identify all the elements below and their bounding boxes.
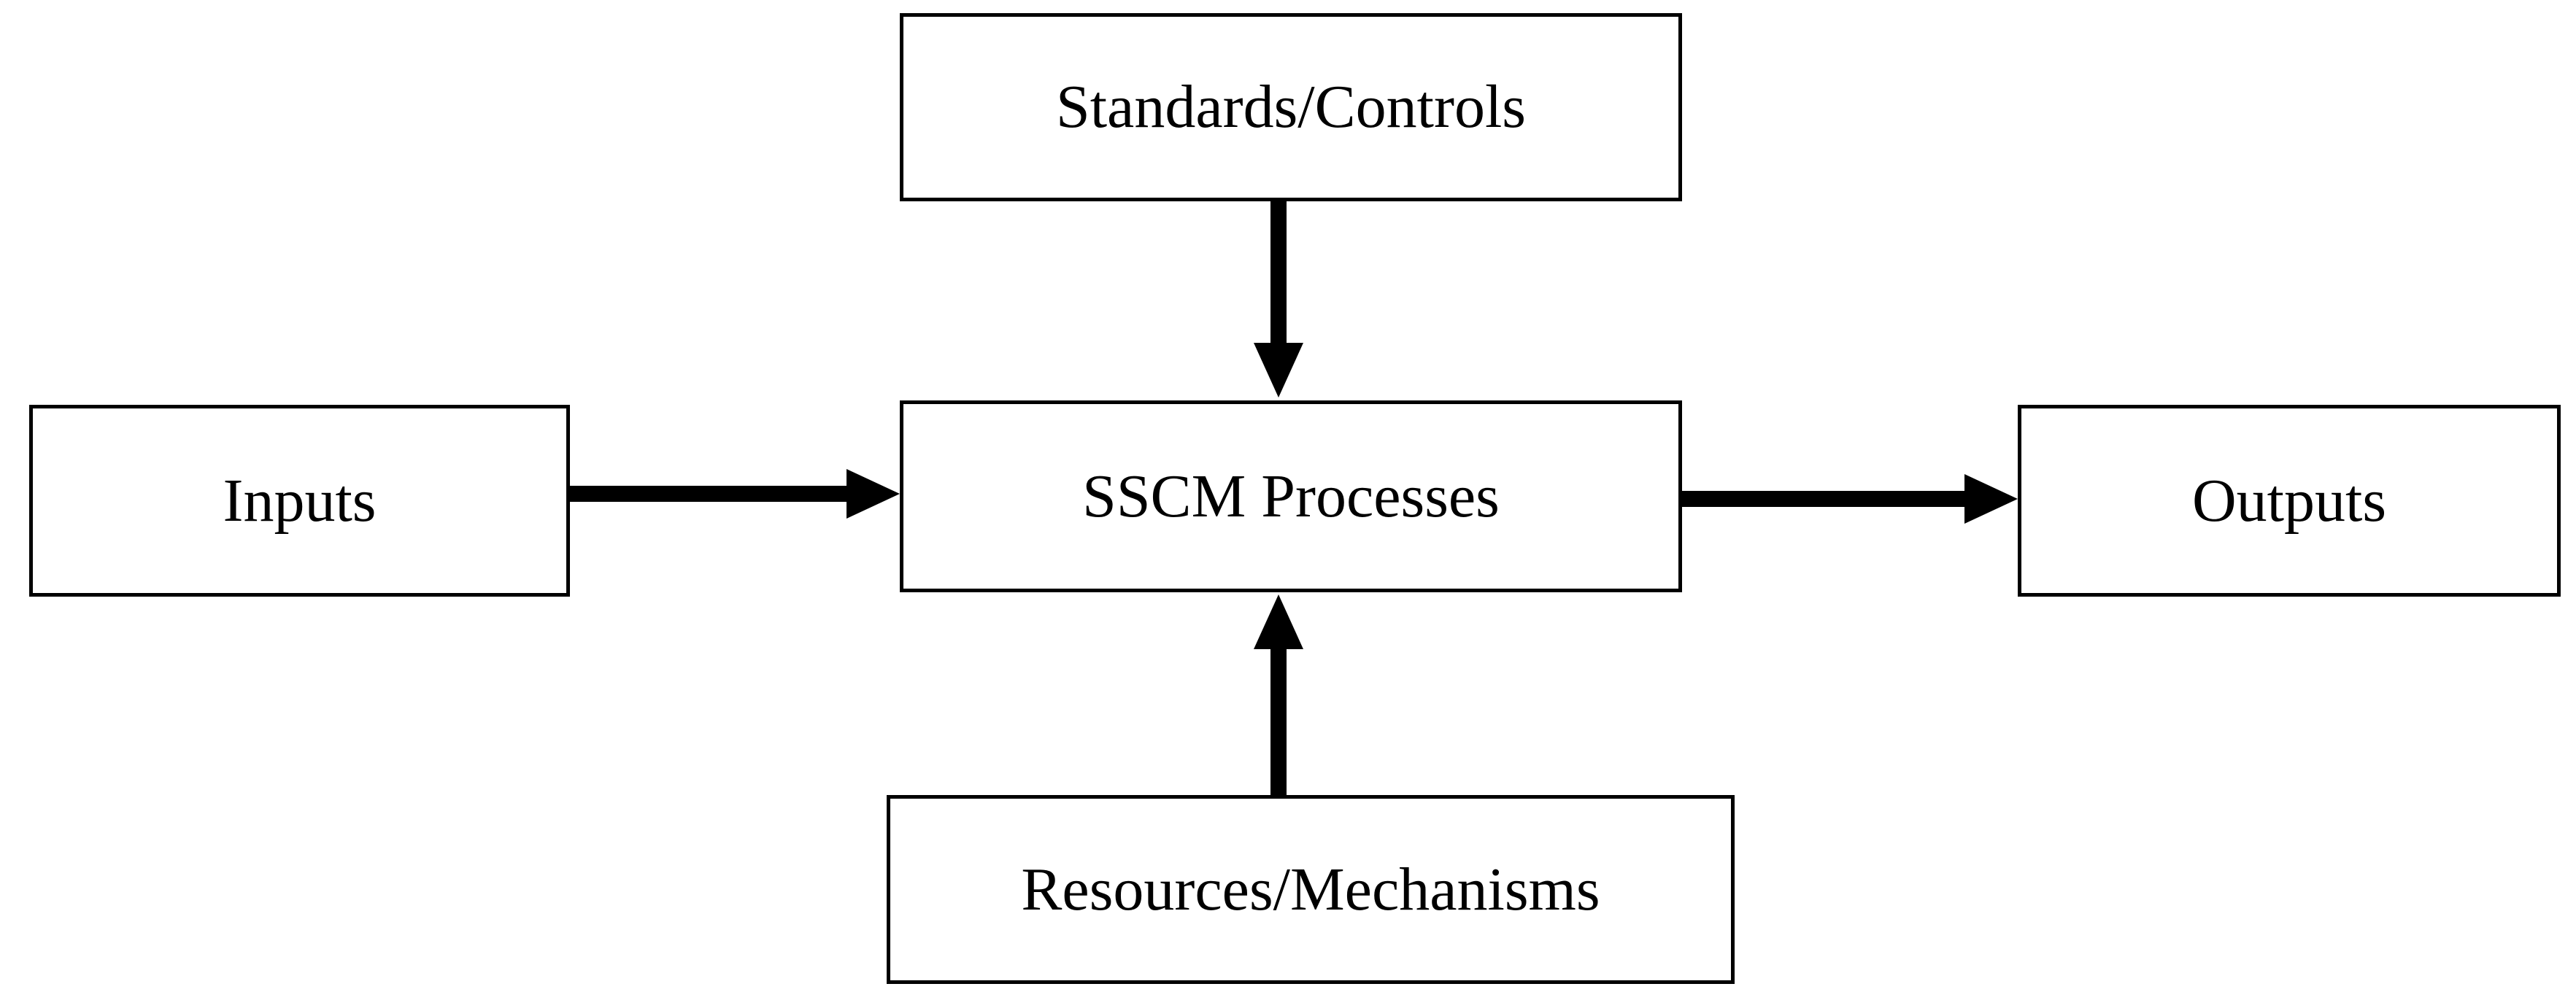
resources-mechanisms-box: Resources/Mechanisms [887,795,1735,984]
arrow-process-to-outputs [1682,474,2018,524]
standards-controls-box: Standards/Controls [900,13,1682,201]
standards-controls-label: Standards/Controls [1056,73,1526,141]
arrow-resources-to-process [1254,594,1303,795]
sscm-processes-box: SSCM Processes [900,400,1682,592]
outputs-box: Outputs [2018,405,2561,597]
arrow-inputs-to-process [570,469,900,519]
inputs-box: Inputs [29,405,570,597]
sscm-processes-label: SSCM Processes [1082,462,1500,530]
arrow-standards-to-process [1254,201,1303,398]
outputs-label: Outputs [2191,466,2387,535]
inputs-label: Inputs [223,466,377,535]
resources-mechanisms-label: Resources/Mechanisms [1021,855,1600,923]
